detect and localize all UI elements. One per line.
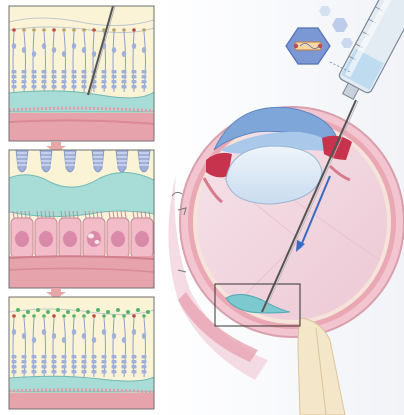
transduced-marker [26,310,30,314]
choroid-layer [9,113,154,141]
transduced-marker [46,310,50,314]
choroid-layer [9,256,154,288]
nucleus [39,231,53,247]
nucleus [15,231,29,247]
transduced-marker [116,308,120,312]
nucleus [111,231,125,247]
panel-retina-after-treatment [9,297,154,409]
transduced-marker [146,310,150,314]
transduced-marker [86,310,90,314]
transduced-marker [16,308,20,312]
nucleus [63,231,77,247]
transduced-marker [76,308,80,312]
panel-subretinal-bleb-close-up [9,150,154,288]
nucleus [87,231,101,247]
nucleus [135,231,149,247]
choroid-layer [9,393,154,409]
transduced-marker [106,310,110,314]
transduced-marker [96,308,100,312]
transduced-marker [126,310,130,314]
transduced-marker [56,308,60,312]
transduced-marker [136,308,140,312]
transduced-marker [36,308,40,312]
transduced-marker [66,310,70,314]
panel-retina-before-injection [9,6,154,141]
